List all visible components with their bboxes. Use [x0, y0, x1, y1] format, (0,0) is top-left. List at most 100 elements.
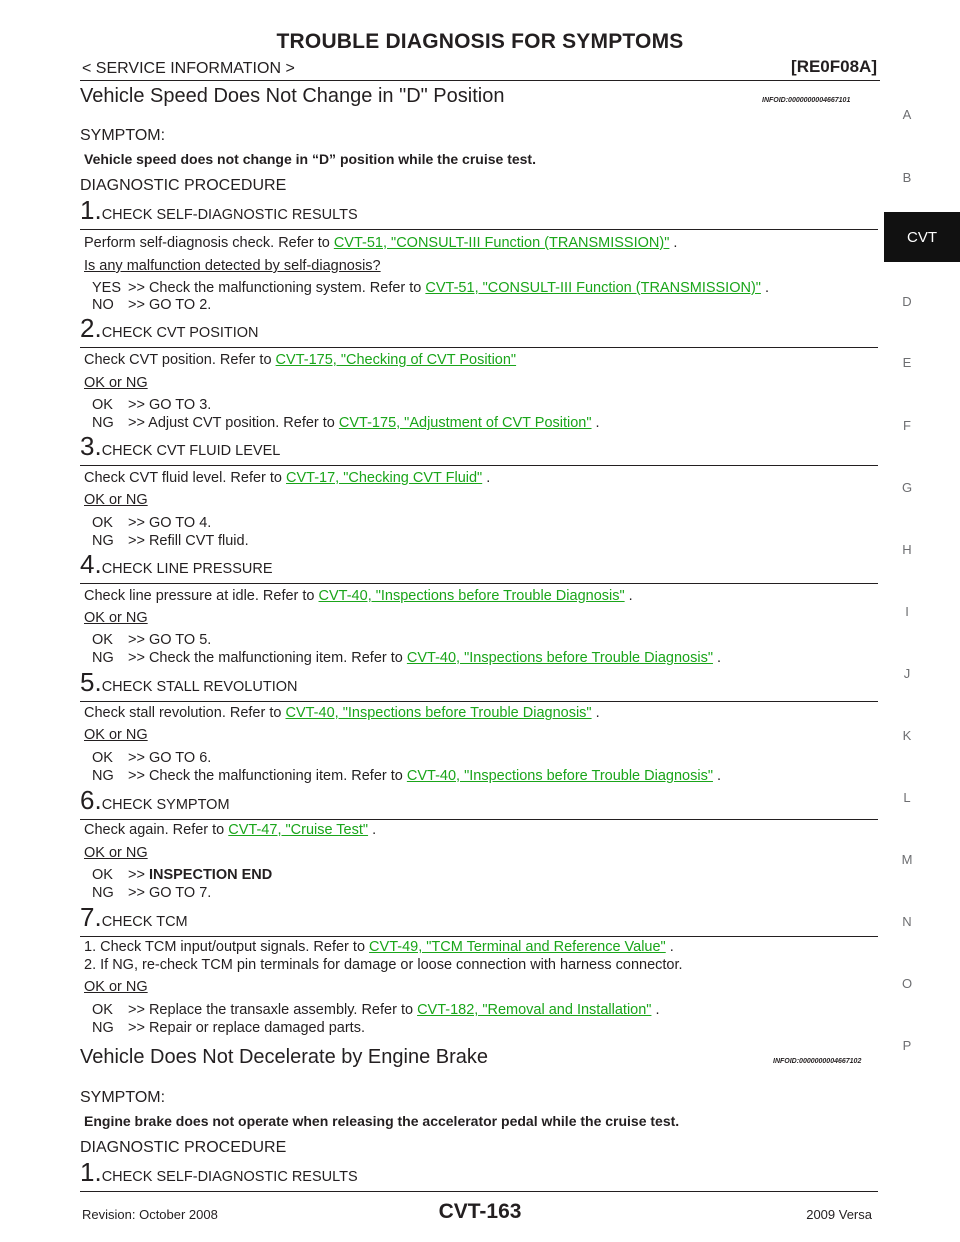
step-header: 7.CHECK TCM [80, 902, 188, 933]
step-header: 5.CHECK STALL REVOLUTION [80, 667, 297, 698]
reference-link[interactable]: CVT-51, "CONSULT-III Function (TRANSMISS… [333, 235, 670, 251]
side-index-e[interactable]: E [902, 355, 912, 370]
answer-key: OK [92, 632, 113, 648]
step-number: 6. [80, 785, 102, 815]
step-header: 3.CHECK CVT FLUID LEVEL [80, 431, 280, 462]
instruction-suffix: . [624, 588, 633, 604]
side-index-f[interactable]: F [903, 418, 911, 433]
answer-key: NG [92, 533, 114, 549]
answer-text: >> Check the malfunctioning item. Refer … [128, 768, 407, 784]
answer-key: NG [92, 885, 114, 901]
question-text: OK or NG [84, 610, 148, 626]
answer-suffix: . [591, 415, 600, 431]
footer-revision: Revision: October 2008 [82, 1207, 218, 1222]
answer-row: OK>> GO TO 3. [92, 397, 211, 413]
answer-key: NG [92, 1020, 114, 1036]
instruction-text: Check again. Refer to [84, 822, 229, 838]
symptom-text: Engine brake does not operate when relea… [84, 1113, 680, 1129]
side-index-k[interactable]: K [902, 728, 912, 743]
step-header: 2.CHECK CVT POSITION [80, 313, 259, 344]
answer-text: >> Repair or replace damaged parts. [128, 1020, 365, 1036]
instruction-text: Check CVT fluid level. Refer to [84, 470, 287, 486]
answer-text: >> GO TO 6. [128, 750, 212, 766]
step-title: CHECK CVT POSITION [101, 325, 259, 341]
step-rule [80, 347, 878, 348]
reference-link[interactable]: CVT-175, "Adjustment of CVT Position" [338, 415, 592, 431]
answer-emphasis: INSPECTION END [148, 867, 273, 883]
answer-text: >> GO TO 4. [128, 515, 212, 531]
side-index-m[interactable]: M [901, 852, 913, 867]
answer-text: >> Replace the transaxle assembly. Refer… [128, 1002, 418, 1018]
answer-text: >> Check the malfunctioning item. Refer … [128, 650, 407, 666]
answer-suffix: . [712, 768, 722, 784]
side-index-n[interactable]: N [902, 914, 912, 929]
answer-key: OK [92, 867, 113, 883]
instruction-line: Perform self-diagnosis check. Refer to C… [84, 235, 677, 251]
step-number: 5. [80, 667, 102, 697]
reference-link[interactable]: CVT-17, "Checking CVT Fluid" [286, 470, 483, 486]
header-rule [80, 80, 880, 81]
instruction-suffix: . [669, 235, 678, 251]
side-index-d[interactable]: D [902, 294, 912, 309]
instruction-text: Perform self-diagnosis check. Refer to [84, 235, 334, 251]
reference-link[interactable]: CVT-40, "Inspections before Trouble Diag… [285, 705, 592, 721]
step-header: 6.CHECK SYMPTOM [80, 785, 230, 816]
step-title: CHECK CVT FLUID LEVEL [101, 443, 281, 459]
instruction-line: Check stall revolution. Refer to CVT-40,… [84, 705, 600, 721]
info-id: INFOID:0000000004667102 [773, 1058, 862, 1065]
reference-link[interactable]: CVT-51, "CONSULT-III Function (TRANSMISS… [425, 280, 761, 296]
side-index-b[interactable]: B [902, 170, 912, 185]
step-number: 2. [80, 313, 102, 343]
procedure-label: DIAGNOSTIC PROCEDURE [80, 177, 287, 194]
side-index-p[interactable]: P [902, 1038, 912, 1053]
step-rule [80, 229, 878, 230]
side-index-h[interactable]: H [902, 542, 912, 557]
answer-suffix: . [760, 280, 770, 296]
reference-link[interactable]: CVT-49, "TCM Terminal and Reference Valu… [369, 939, 666, 955]
side-index-a[interactable]: A [902, 107, 912, 122]
answer-row: OK >> GO TO 4. [92, 515, 211, 531]
answer-row: NG >> Refill CVT fluid. [92, 533, 249, 549]
instruction-suffix: . [482, 470, 491, 486]
answer-text: >> GO TO 7. [128, 885, 212, 901]
instruction-text: 1. Check TCM input/output signals. Refer… [84, 939, 370, 955]
answer-row: YES>> Check the malfunctioning system. R… [92, 280, 769, 296]
step-number: 1. [80, 1157, 102, 1187]
step-title: CHECK TCM [101, 914, 188, 930]
side-index-i[interactable]: I [905, 604, 909, 619]
service-info-label: < SERVICE INFORMATION > [82, 60, 295, 77]
answer-key: OK [92, 750, 113, 766]
instruction-line: Check again. Refer to CVT-47, "Cruise Te… [84, 822, 376, 838]
answer-text: >> Refill CVT fluid. [128, 533, 249, 549]
side-index-cvt[interactable]: CVT [884, 212, 960, 262]
answer-text: >> [128, 867, 149, 883]
step-title: CHECK LINE PRESSURE [101, 561, 273, 577]
step-rule [80, 583, 878, 584]
reference-link[interactable]: CVT-40, "Inspections before Trouble Diag… [406, 650, 713, 666]
answer-row: OK >> GO TO 6. [92, 750, 211, 766]
step-title: CHECK STALL REVOLUTION [101, 679, 298, 695]
side-index-g[interactable]: G [901, 480, 913, 495]
answer-row: NG >> GO TO 7. [92, 885, 211, 901]
instruction-text: Check CVT position. Refer to [84, 352, 276, 368]
answer-key: NG [92, 650, 114, 666]
answer-row: NG>> Adjust CVT position. Refer to CVT-1… [92, 415, 600, 431]
answer-row: NG>> Check the malfunctioning item. Refe… [92, 768, 721, 784]
step-number: 7. [80, 902, 102, 932]
reference-link[interactable]: CVT-40, "Inspections before Trouble Diag… [406, 768, 713, 784]
side-index-j[interactable]: J [903, 666, 911, 681]
symptom-label: SYMPTOM: [80, 127, 166, 144]
reference-link[interactable]: CVT-182, "Removal and Installation" [417, 1002, 652, 1018]
side-index-o[interactable]: O [901, 976, 913, 991]
reference-link[interactable]: CVT-175, "Checking of CVT Position" [275, 352, 517, 368]
reference-link[interactable]: CVT-40, "Inspections before Trouble Diag… [318, 588, 625, 604]
step-title: CHECK SELF-DIAGNOSTIC RESULTS [101, 207, 358, 223]
reference-link[interactable]: CVT-47, "Cruise Test" [228, 822, 369, 838]
answer-text: >> GO TO 5. [128, 632, 212, 648]
instruction-suffix: . [591, 705, 600, 721]
answer-key: OK [92, 515, 113, 531]
answer-key: YES [92, 280, 122, 296]
question-text: OK or NG [84, 979, 148, 995]
side-index-l[interactable]: L [903, 790, 911, 805]
step-header: 1.CHECK SELF-DIAGNOSTIC RESULTS [80, 195, 358, 226]
